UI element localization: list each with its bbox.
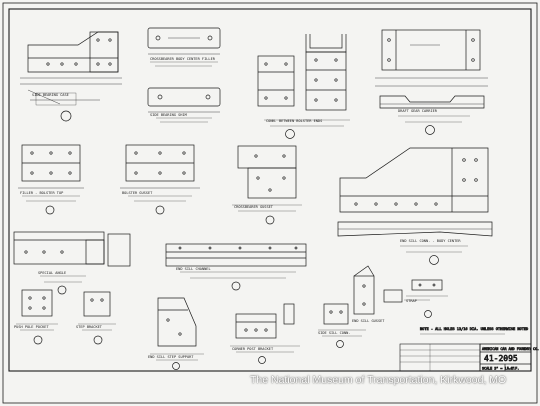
view-2-drawing [147, 27, 221, 67]
view-14-drawing [78, 291, 116, 345]
view-label-10: SPECIAL ANGLE [38, 271, 66, 275]
general-note: NOTE - ALL HOLES 13/16 DIA. UNLESS OTHER… [420, 327, 529, 335]
museum-watermark: The National Museum of Transportation, K… [250, 374, 507, 386]
view-12-drawing [353, 265, 432, 318]
view-label-15: END SILL STEP SUPPORT [148, 355, 194, 359]
view-1-drawing [20, 31, 122, 122]
view-label-12: END SILL GUSSET [352, 319, 385, 323]
view-label-5: DRAFT GEAR CARRIER [398, 109, 438, 113]
drawing-initials: A.C.F. [507, 367, 519, 371]
view-label-18: STRAP [406, 299, 417, 303]
view-3-drawing [147, 87, 221, 123]
view-9-drawing [337, 147, 493, 265]
view-label-9: END SILL CONN. - BODY CENTER [400, 239, 461, 243]
view-6-drawing [18, 144, 84, 215]
view-8-drawing [232, 145, 302, 225]
view-15-drawing [150, 297, 204, 370]
view-7-drawing [120, 144, 200, 215]
view-label-13: PUSH POLE POCKET [14, 325, 49, 329]
view-label-14: STEP BRACKET [76, 325, 103, 329]
view-label-3: SIDE BEARING SHIM [150, 113, 188, 117]
view-label-8: CROSSBEARER GUSSET [234, 205, 274, 209]
view-17-drawing [318, 303, 366, 348]
view-label-2: CROSSBEARER BODY CENTER FILLER [150, 57, 216, 61]
note-text: NOTE - ALL HOLES 13/16 DIA. UNLESS OTHER… [420, 327, 528, 331]
drawing-scale: SCALE 3" = 1'-0" [482, 367, 515, 371]
title-block: AMERICAN CAR AND FOUNDRY CO. 41-2095 A.C… [399, 343, 540, 372]
company-name: AMERICAN CAR AND FOUNDRY CO. [482, 347, 539, 351]
view-label-1: SIDE BEARING CASE [32, 93, 69, 97]
view-16-drawing [230, 303, 300, 364]
view-label-6: FILLER - BOLSTER TOP [20, 191, 63, 195]
drawing-number: 41-2095 [484, 354, 518, 363]
view-label-16: CORNER POST BRACKET [232, 347, 274, 351]
view-label-7: BOLSTER GUSSET [122, 191, 153, 195]
view-5-drawing [375, 29, 488, 135]
view-18-drawing [406, 279, 448, 297]
view-11-drawing [165, 243, 307, 291]
view-label-17: SIDE SILL CONN. [318, 331, 350, 335]
view-13-drawing [16, 289, 58, 345]
view-10-drawing [13, 231, 131, 295]
inner-border [8, 8, 532, 372]
view-4-drawing [257, 34, 350, 139]
view-label-11: END SILL CHANNEL [176, 267, 211, 271]
view-label-4: CONN. BETWEEN BOLSTER ENDS [266, 119, 322, 123]
